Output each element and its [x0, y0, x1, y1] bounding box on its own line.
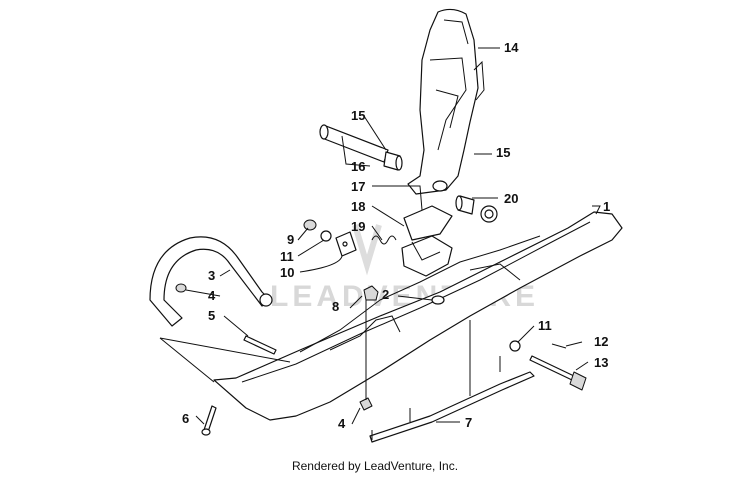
- callout-13: 13: [594, 355, 608, 370]
- bushing-part: [383, 151, 403, 171]
- callout-4-upper: 4: [208, 288, 216, 303]
- ski-bolt: [529, 355, 587, 391]
- callout-12: 12: [594, 334, 608, 349]
- callout-19: 19: [351, 219, 365, 234]
- callout-2: 2: [382, 287, 389, 302]
- callout-18: 18: [351, 199, 365, 214]
- callout-15-right: 15: [496, 145, 510, 160]
- handle-bushing: [175, 283, 187, 293]
- handle-bolt: [243, 335, 277, 355]
- handle-part: [149, 236, 273, 327]
- callout-4-lower: 4: [338, 416, 346, 431]
- bracket-part: [401, 205, 453, 277]
- callout-8: 8: [332, 299, 339, 314]
- ski-bushing: [359, 397, 373, 411]
- callout-16: 16: [351, 159, 365, 174]
- ski-nut: [363, 285, 379, 301]
- callout-10: 10: [280, 265, 294, 280]
- leader-lines: [159, 47, 601, 425]
- plate-part: [335, 231, 357, 257]
- spindle-part: [407, 8, 485, 195]
- callout-15-upper: 15: [351, 108, 365, 123]
- wear-bar: [369, 356, 535, 443]
- callout-11-left: 11: [280, 249, 294, 264]
- callout-5: 5: [208, 308, 215, 323]
- bushing-part-right: [455, 195, 475, 215]
- rivet-part: [201, 405, 217, 436]
- callout-6: 6: [182, 411, 189, 426]
- sleeve-part: [319, 124, 389, 163]
- callout-1: 1: [603, 199, 610, 214]
- callout-labels: 1 2 3 4 4 5 6 7 8 9 10 11 11 12 13 14 15…: [182, 40, 610, 431]
- callout-9: 9: [287, 232, 294, 247]
- washer-part: [480, 205, 498, 223]
- callout-7: 7: [465, 415, 472, 430]
- callout-20: 20: [504, 191, 518, 206]
- footer-credit: Rendered by LeadVenture, Inc.: [291, 459, 459, 473]
- ski-washer: [509, 340, 521, 352]
- cotter-pin: [551, 343, 567, 349]
- nut-part: [303, 219, 332, 242]
- ski-part: [213, 211, 623, 421]
- insert-part: [431, 295, 445, 305]
- callout-3: 3: [208, 268, 215, 283]
- callout-11-right: 11: [538, 318, 552, 333]
- callout-14: 14: [504, 40, 519, 55]
- spring-part: [371, 235, 397, 245]
- callout-17: 17: [351, 179, 365, 194]
